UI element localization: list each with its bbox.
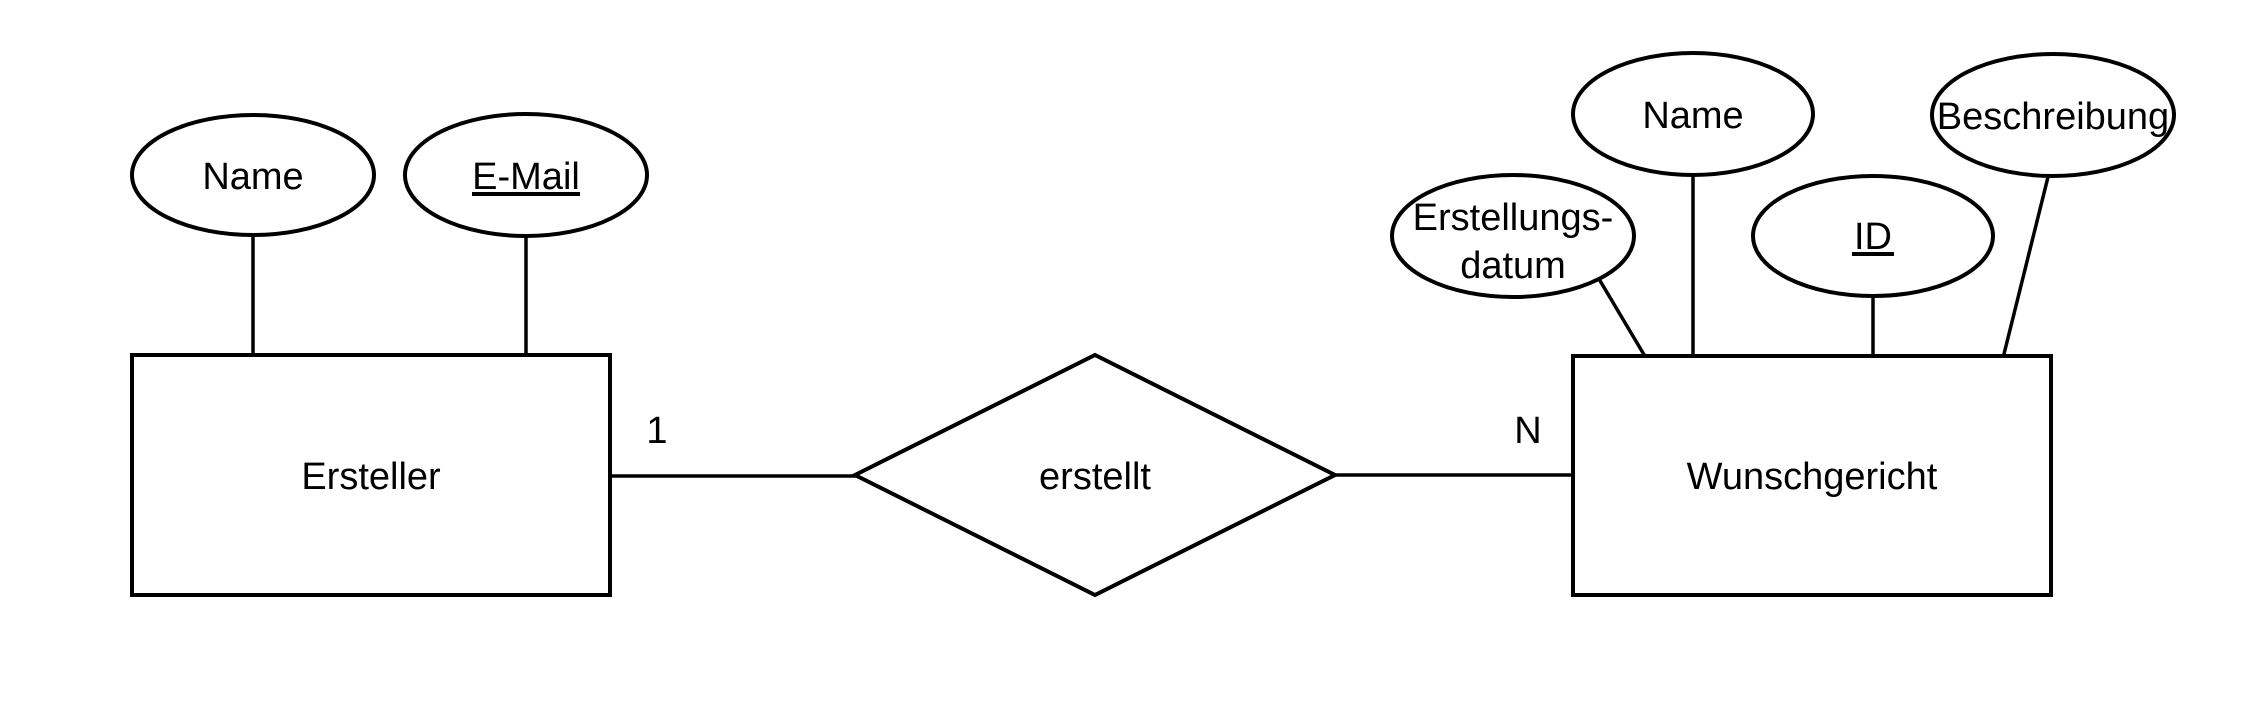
attribute-name-ersteller-label: Name <box>202 156 303 198</box>
attribute-email-ersteller-label: E-Mail <box>472 156 580 198</box>
attribute-id-wunschgericht-label: ID <box>1854 216 1892 258</box>
cardinality-right-label: N <box>1514 410 1541 452</box>
attribute-email-ersteller <box>403 112 649 238</box>
entity-ersteller-label: Ersteller <box>301 456 441 498</box>
cardinality-left-label: 1 <box>646 410 667 452</box>
attribute-erstellungsdatum-label-line2: datum <box>1460 245 1566 287</box>
attribute-beschreibung <box>1930 52 2176 178</box>
attribute-erstellungsdatum-label-line1: Erstellungs- <box>1413 197 1614 239</box>
entity-wunschgericht-label: Wunschgericht <box>1687 456 1938 498</box>
attribute-name-wunschgericht-label: Name <box>1642 95 1743 137</box>
connector-beschreibung-wunschgericht <box>2001 176 2050 359</box>
entity-wunschgericht <box>1571 354 2053 597</box>
attribute-beschreibung-label: Beschreibung <box>1937 96 2169 138</box>
entity-ersteller <box>130 353 612 597</box>
connector-erstellungsdatum-wunschgericht <box>1597 278 1648 359</box>
attribute-id-wunschgericht <box>1751 174 1995 298</box>
attribute-name-ersteller <box>130 113 376 237</box>
attribute-erstellungsdatum <box>1390 173 1636 299</box>
relationship-erstellt <box>850 352 1340 598</box>
relationship-erstellt-label: erstellt <box>1039 456 1151 498</box>
attribute-name-wunschgericht <box>1571 51 1815 177</box>
